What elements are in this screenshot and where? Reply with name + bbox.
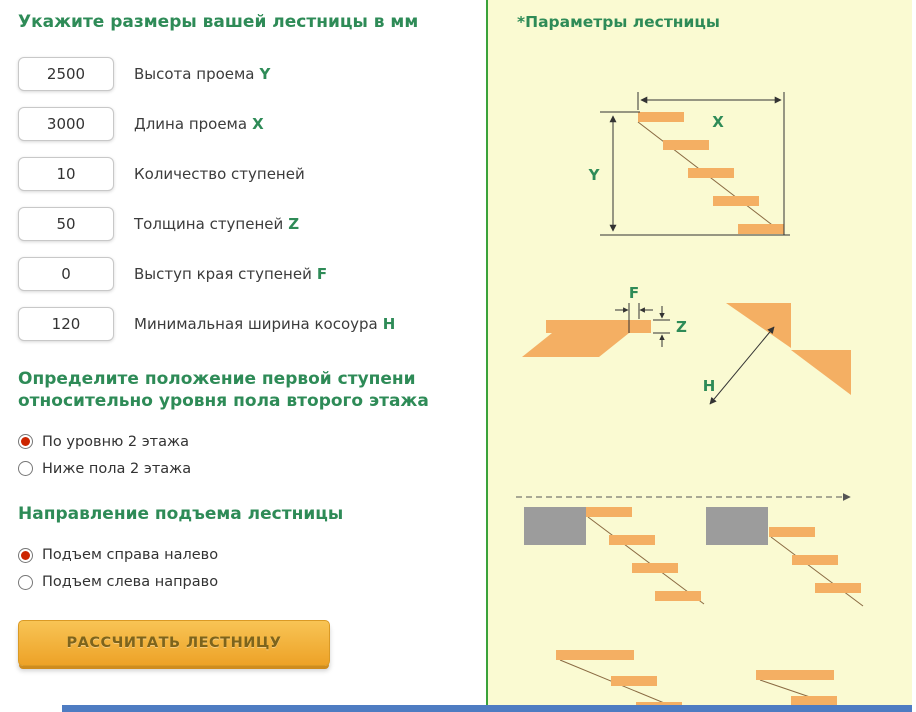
radio-button[interactable] <box>18 434 33 450</box>
dim-label-f: F <box>629 284 639 302</box>
field-row-step-count: Количество ступеней <box>18 156 486 192</box>
dim-label-h: H <box>703 377 716 395</box>
input-stringer-min-width[interactable] <box>18 307 114 342</box>
dim-letter: H <box>382 315 396 334</box>
stair-diagrams: X Y F Z H <box>516 92 864 712</box>
field-label: Количество ступеней <box>134 165 305 184</box>
dim-label-x: X <box>712 113 724 131</box>
direction-title: Направление подъема лестницы <box>18 503 344 524</box>
input-height[interactable] <box>18 57 114 92</box>
input-step-count[interactable] <box>18 157 114 192</box>
diagram-floor-position <box>516 493 864 607</box>
dim-letter: F <box>316 265 328 284</box>
diagram-step-detail: F Z <box>522 284 687 357</box>
radio-label: По уровню 2 этажа <box>42 433 189 450</box>
dim-letter: Z <box>288 215 300 234</box>
dim-label-z: Z <box>676 318 687 336</box>
radio-button[interactable] <box>18 574 33 590</box>
diagram-stringer-detail: H <box>703 303 851 405</box>
radio-label: Подъем слева направо <box>42 574 219 591</box>
radio-label: Ниже пола 2 этажа <box>42 460 192 477</box>
radio-option-below-floor[interactable]: Ниже пола 2 этажа <box>18 461 486 477</box>
input-step-thickness[interactable] <box>18 207 114 242</box>
calculate-button[interactable]: РАССЧИТАТЬ ЛЕСТНИЦУ <box>18 620 330 667</box>
input-length[interactable] <box>18 107 114 142</box>
dim-label-y: Y <box>588 166 601 184</box>
dim-letter: Y <box>259 65 271 84</box>
radio-button[interactable] <box>18 461 33 477</box>
radio-option-left-to-right[interactable]: Подъем слева направо <box>18 574 486 590</box>
stair-parameters-panel: *Параметры лестницы X Y <box>486 0 912 712</box>
diagram-title: *Параметры лестницы <box>517 13 720 31</box>
dim-letter: X <box>252 115 264 134</box>
radio-option-level-with-floor[interactable]: По уровню 2 этажа <box>18 434 486 450</box>
input-step-overhang[interactable] <box>18 257 114 292</box>
radio-option-right-to-left[interactable]: Подъем справа налево <box>18 547 486 563</box>
diagram-direction <box>556 650 855 712</box>
first-step-position-title: Определите положение первой ступени отно… <box>18 369 429 411</box>
radio-button[interactable] <box>18 547 33 563</box>
footer-strip <box>62 705 912 712</box>
diagram-overall-dimensions: X Y <box>588 92 790 236</box>
form-title: Укажите размеры вашей лестницы в мм <box>18 12 419 32</box>
stair-form-panel: Укажите размеры вашей лестницы в мм Высо… <box>18 12 486 667</box>
radio-label: Подъем справа налево <box>42 547 219 564</box>
